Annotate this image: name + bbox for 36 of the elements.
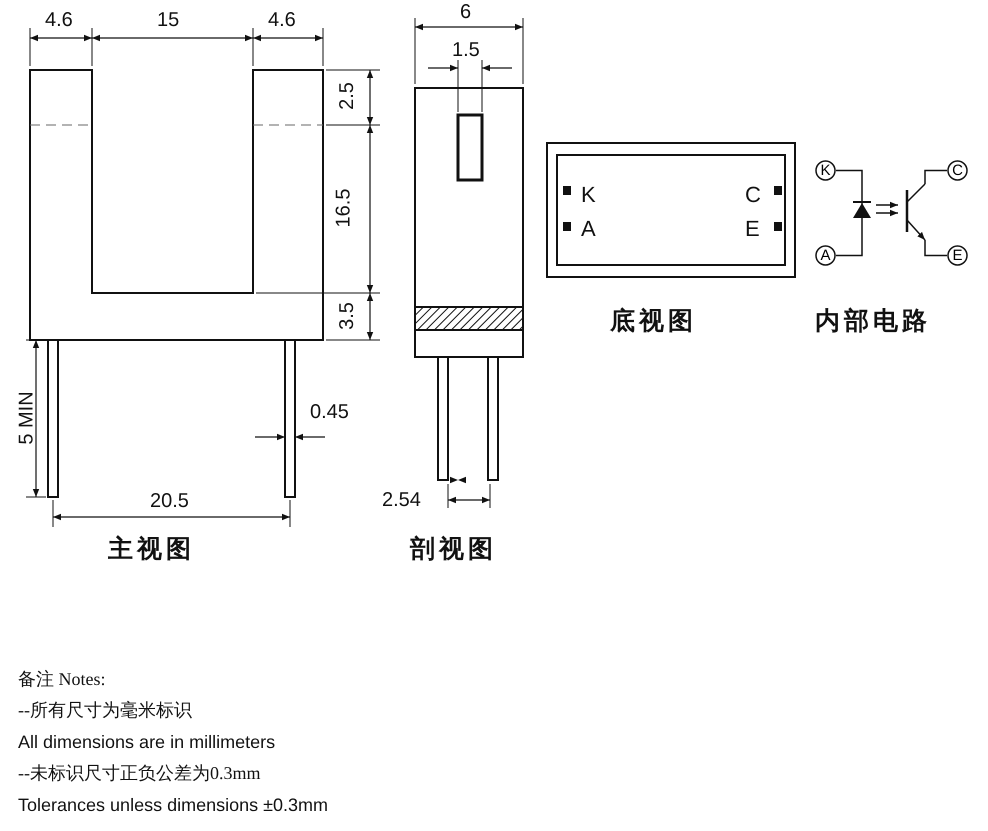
pin-circle: A: [815, 245, 836, 266]
wire: [836, 170, 863, 199]
pin-circle: E: [947, 245, 968, 266]
pin-label: A: [581, 218, 596, 240]
view-title: 底视图: [610, 308, 697, 333]
pin-label: E: [745, 218, 760, 240]
note-text: All dimensions are in millimeters: [18, 733, 276, 751]
pin-label: K: [581, 184, 596, 206]
dimension-label: 0.45: [310, 402, 349, 422]
dimension-label: 15: [157, 10, 180, 30]
dimension-label: 5 MIN: [16, 391, 37, 445]
note-text: 备注 Notes:: [18, 670, 106, 688]
dimension-label: 6: [460, 2, 472, 22]
pin-circle: C: [947, 160, 968, 181]
view-title: 主视图: [108, 536, 195, 561]
dimension-label: 3.5: [336, 302, 357, 330]
light-arrow: [876, 210, 898, 216]
dimension-label: 16.5: [333, 188, 354, 228]
view-title: 剖视图: [410, 536, 497, 561]
dimension-label: 20.5: [150, 491, 189, 511]
dimension-label: 4.6: [268, 10, 296, 30]
wire: [924, 170, 947, 184]
view-title: 内部电路: [815, 308, 931, 333]
light-arrow: [876, 202, 898, 208]
wire: [924, 240, 947, 256]
pin-circle: K: [815, 160, 836, 181]
diode-symbol: [852, 199, 872, 221]
dimension-label: 4.6: [45, 10, 73, 30]
dimension-label: 2.54: [382, 490, 421, 510]
note-text: Tolerances unless dimensions ±0.3mm: [18, 796, 328, 814]
note-text: --未标识尺寸正负公差为0.3mm: [18, 764, 260, 782]
pin-label: C: [745, 184, 761, 206]
note-text: --所有尺寸为毫米标识: [18, 701, 192, 719]
dimension-label: 1.5: [452, 40, 480, 60]
wire: [836, 221, 863, 256]
dimension-label: 2.5: [336, 82, 357, 110]
